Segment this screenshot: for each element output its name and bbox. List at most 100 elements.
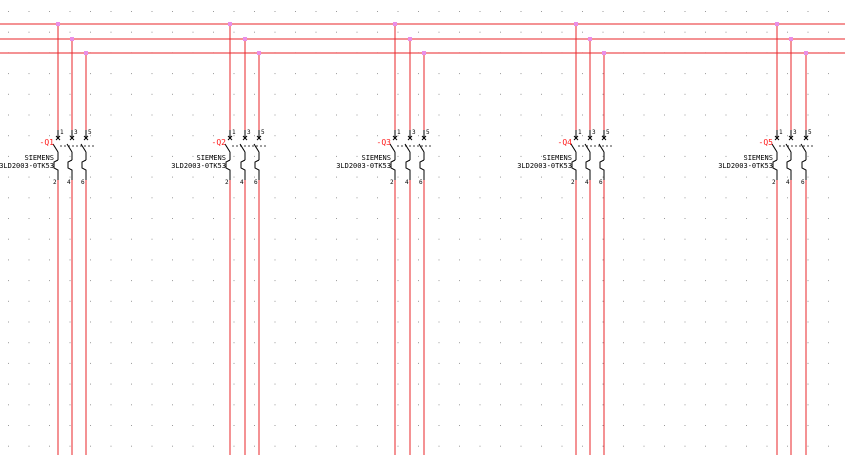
- grid-dot: [520, 280, 522, 282]
- grid-dot: [110, 11, 112, 12]
- junction-dot: [393, 22, 397, 26]
- grid-dot: [746, 155, 747, 157]
- breaker-reference[interactable]: -Q1: [40, 138, 55, 147]
- grid-dot: [274, 11, 276, 12]
- grid-dot: [500, 218, 501, 219]
- grid-dot: [684, 362, 686, 364]
- grid-dot: [643, 321, 645, 323]
- pin-number-bottom: 2: [53, 179, 57, 186]
- grid-dot: [602, 93, 604, 95]
- breaker-reference[interactable]: -Q2: [212, 138, 227, 147]
- grid-dot: [438, 114, 440, 116]
- breaker-part-number: 3LD2003-0TK53: [171, 162, 226, 170]
- grid-dot: [254, 93, 255, 95]
- grid-dot: [131, 238, 132, 240]
- grid-dot: [520, 31, 522, 33]
- grid-dot: [807, 176, 809, 178]
- grid-dot: [828, 425, 829, 426]
- grid-dot: [459, 445, 460, 447]
- grid-dot: [500, 425, 501, 426]
- grid-dot: [315, 31, 317, 33]
- grid-dot: [69, 11, 71, 12]
- grid-dot: [254, 73, 255, 75]
- grid-dot: [274, 342, 276, 344]
- breaker-reference[interactable]: -Q3: [377, 138, 392, 147]
- grid-dot: [131, 31, 132, 33]
- grid-dot: [766, 300, 768, 302]
- grid-dot: [807, 362, 809, 364]
- grid-dot: [131, 342, 132, 344]
- grid-dot: [8, 135, 9, 137]
- grid-dot: [643, 155, 645, 157]
- grid-dot: [623, 425, 624, 426]
- breaker-pole-symbol: [80, 130, 89, 180]
- breaker-manufacturer: SIEMENS: [361, 154, 391, 162]
- grid-dot: [377, 135, 378, 137]
- grid-dot: [8, 342, 9, 344]
- grid-dot: [787, 321, 788, 323]
- grid-dot: [623, 31, 624, 33]
- pin-number-top: 3: [247, 129, 251, 136]
- grid-dot: [213, 342, 214, 344]
- grid-dot: [479, 11, 481, 12]
- grid-dot: [8, 425, 9, 426]
- grid-dot: [459, 342, 460, 344]
- grid-dot: [69, 259, 71, 261]
- grid-dot: [8, 176, 9, 178]
- grid-dot: [315, 362, 317, 364]
- grid-dot: [541, 445, 542, 447]
- grid-dot: [602, 404, 604, 406]
- grid-dot: [110, 31, 112, 33]
- pin-number-top: 1: [232, 129, 236, 136]
- grid-dot: [520, 259, 522, 261]
- grid-dot: [8, 114, 9, 116]
- grid-dot: [295, 31, 296, 33]
- grid-dot: [254, 155, 255, 157]
- pin-number-top: 1: [397, 129, 401, 136]
- grid-dot: [172, 197, 173, 199]
- grid-dot: [684, 404, 686, 406]
- pin-number-bottom: 4: [405, 179, 409, 186]
- grid-dot: [336, 114, 337, 116]
- grid-dot: [561, 280, 563, 282]
- grid-dot: [500, 280, 501, 282]
- grid-dot: [356, 176, 358, 178]
- grid-dot: [766, 155, 768, 157]
- grid-dot: [356, 321, 358, 323]
- grid-dot: [582, 135, 583, 137]
- grid-dot: [602, 155, 604, 157]
- grid-dot: [233, 176, 235, 178]
- grid-dot: [787, 135, 788, 137]
- grid-dot: [90, 197, 91, 199]
- grid-dot: [746, 280, 747, 282]
- grid-dot: [172, 383, 173, 385]
- breaker-reference[interactable]: -Q5: [759, 138, 774, 147]
- grid-dot: [172, 259, 173, 261]
- grid-dot: [520, 445, 522, 447]
- grid-dot: [151, 342, 153, 344]
- grid-dot: [151, 11, 153, 12]
- grid-dot: [418, 197, 419, 199]
- grid-dot: [787, 73, 788, 75]
- grid-dot: [725, 135, 727, 137]
- grid-dot: [459, 135, 460, 137]
- grid-dot: [315, 404, 317, 406]
- grid-dot: [49, 135, 50, 137]
- grid-dot: [28, 404, 30, 406]
- breaker-reference[interactable]: -Q4: [558, 138, 573, 147]
- grid-dot: [500, 300, 501, 302]
- grid-dot: [541, 238, 542, 240]
- grid-dot: [807, 31, 809, 33]
- grid-dot: [28, 238, 30, 240]
- grid-dot: [418, 259, 419, 261]
- grid-dot: [541, 93, 542, 95]
- grid-dot: [684, 155, 686, 157]
- grid-dot: [397, 425, 399, 426]
- grid-dot: [233, 404, 235, 406]
